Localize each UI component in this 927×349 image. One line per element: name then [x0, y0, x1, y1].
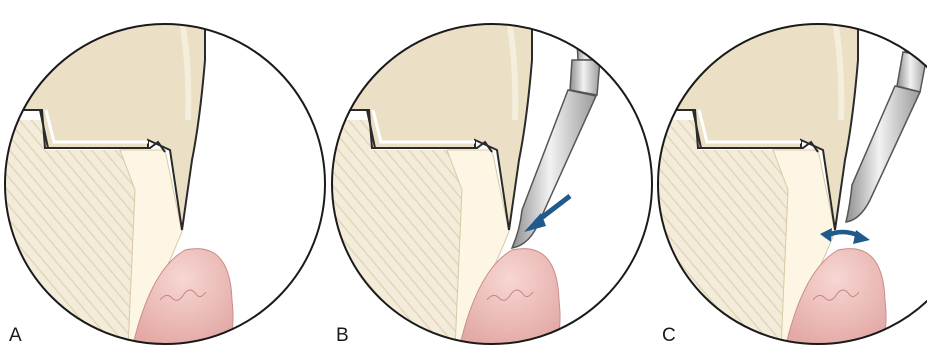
panel-b	[327, 0, 657, 349]
panel-label-c: C	[662, 326, 676, 345]
panel-label-b: B	[336, 326, 349, 345]
panel-c	[653, 0, 927, 349]
panel-a	[0, 0, 340, 349]
panel-label-a: A	[9, 326, 22, 345]
